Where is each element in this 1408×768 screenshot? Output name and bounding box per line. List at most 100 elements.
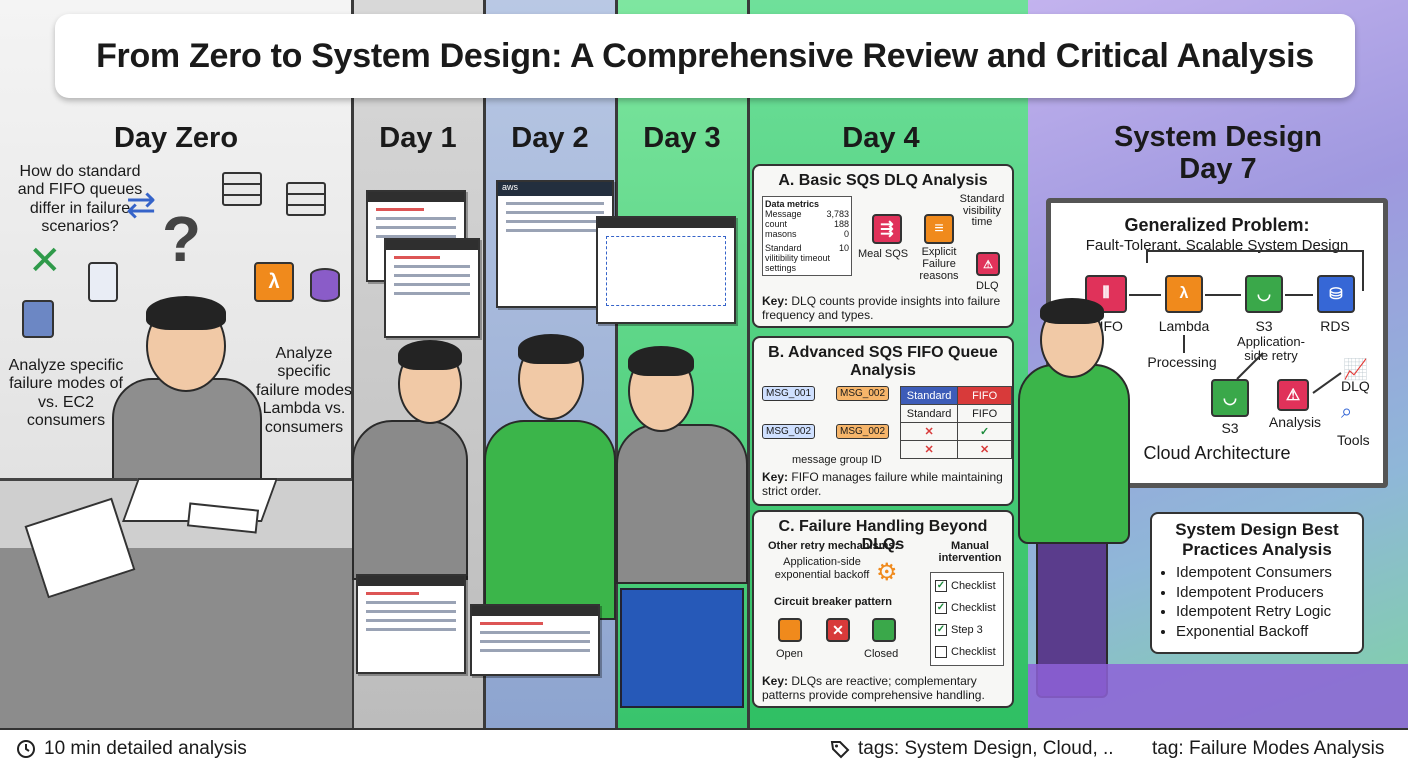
circuit-breaker-label: Circuit breaker pattern (774, 596, 892, 608)
architecture-diagram-screen (596, 216, 736, 324)
day-zero-heading: Day Zero (113, 122, 239, 154)
table-cell: Standard (899, 404, 959, 423)
checkbox-empty-icon[interactable] (935, 646, 947, 658)
developer-torso (484, 420, 616, 620)
message-tag: MSG_002 (836, 424, 890, 439)
s3-bottom-label: S3 (1221, 420, 1239, 436)
dlq-icon: ⚠ (976, 252, 1000, 276)
checklist-item[interactable]: ✓Checklist (935, 580, 996, 592)
cloud-architecture-label: Cloud Architecture (1143, 443, 1291, 463)
rds-label: RDS (1320, 318, 1350, 334)
footer-bar: 10 min detailed analysis tags: System De… (0, 728, 1408, 768)
processing-label: Processing (1147, 354, 1217, 370)
best-practices-title: System Design Best Practices Analysis (1175, 520, 1339, 559)
read-time-text: 10 min detailed analysis (44, 738, 247, 759)
analysis-icon: ⚠ (1277, 379, 1309, 411)
s3-top-label: S3 (1255, 318, 1273, 334)
list-item: Idempotent Retry Logic (1176, 602, 1352, 622)
database-icon (310, 268, 340, 302)
server-icon (286, 182, 326, 216)
manual-intervention-label: Manual intervention (938, 540, 1002, 565)
developer-torso (112, 378, 262, 490)
panel-divider (747, 0, 750, 728)
day1-monitor (384, 238, 480, 338)
title-banner: From Zero to System Design: A Comprehens… (55, 14, 1355, 98)
app-backoff-label: Application-side exponential backoff (774, 556, 870, 581)
sqs-icon: ⇶ (872, 214, 902, 244)
message-tag: MSG_002 (836, 386, 890, 401)
gear-icon: ⚙ (876, 559, 898, 586)
message-tag: MSG_002 (762, 424, 816, 439)
document-stack-icon (22, 300, 54, 338)
rds-icon: ⛁ (1317, 275, 1355, 313)
card-basic-sqs-dlq: A. Basic SQS DLQ Analysis Data metrics M… (752, 164, 1014, 328)
checklist-item[interactable]: ✓Step 3 (935, 624, 983, 636)
card-b-title: B. Advanced SQS FIFO Queue Analysis (768, 344, 998, 380)
dlq-label: DLQ (976, 280, 999, 292)
open-label: Open (776, 648, 803, 660)
cross-icon: ✕ (899, 422, 959, 441)
list-item: Exponential Backoff (1176, 622, 1352, 642)
table-header: Standard (899, 386, 959, 405)
manual-checklist: ✓Checklist ✓Checklist ✓Step 3 Checklist (930, 572, 1004, 666)
day7-heading-line2: Day 7 (1179, 152, 1257, 185)
read-time: 10 min detailed analysis (16, 738, 247, 760)
tags-text: tags: System Design, Cloud, .. (858, 738, 1114, 759)
diagram-sketch (606, 236, 726, 306)
explicit-failure-label: Explicit Failure reasons (919, 246, 959, 283)
page-title: From Zero to System Design: A Comprehens… (96, 36, 1314, 75)
day3-heading: Day 3 (643, 122, 721, 154)
cross-icon: ✕ (899, 440, 959, 459)
checkbox-checked-icon[interactable]: ✓ (935, 624, 947, 636)
day-zero-right-note: Analyze specific failure modes Lambda vs… (255, 345, 353, 436)
lambda-label: Lambda (1158, 318, 1210, 334)
check-icon: ✓ (957, 422, 1012, 441)
message-group-label: message group ID (792, 454, 882, 466)
card-c-key: Key: DLQs are reactive; complementary pa… (762, 674, 985, 703)
tags[interactable]: tags: System Design, Cloud, .. (830, 738, 1114, 760)
presenter-hair (1040, 298, 1104, 324)
developer-hair (398, 340, 462, 370)
architecture-arrows (1129, 250, 1364, 394)
question-mark-icon: ? (162, 203, 202, 275)
checklist-item[interactable]: Checklist (935, 641, 999, 663)
checkbox-checked-icon[interactable]: ✓ (935, 580, 947, 592)
aws-logo: aws (498, 182, 612, 196)
tools-label: Tools (1337, 432, 1370, 448)
card-a-key: Key: DLQ counts provide insights into fa… (762, 294, 1001, 323)
day7-heading: System Design Day 7 (1028, 121, 1408, 186)
day4-heading: Day 4 (842, 122, 920, 154)
queue-icon: ≡ (924, 214, 954, 244)
s3-bucket-icon: ◡ (1211, 379, 1249, 417)
checkbox-checked-icon[interactable]: ✓ (935, 602, 947, 614)
analysis-label: Analysis (1268, 414, 1322, 430)
magnifier-icon: ⌕ (1341, 401, 1353, 423)
message-tag: MSG_001 (762, 386, 816, 401)
card-failure-handling: C. Failure Handling Beyond DLQs Other re… (752, 510, 1014, 708)
whiteboard-title: Generalized Problem: (1124, 215, 1310, 235)
day2-monitor (470, 604, 600, 676)
developer-torso (352, 420, 468, 580)
tag-text[interactable]: tag: Failure Modes Analysis (1152, 738, 1385, 759)
day1-heading: Day 1 (379, 122, 457, 154)
day-zero-question: How do standard and FIFO queues differ i… (17, 163, 143, 236)
panel-divider (483, 0, 486, 728)
clock-icon (17, 740, 35, 758)
card-advanced-fifo: B. Advanced SQS FIFO Queue Analysis MSG_… (752, 336, 1014, 506)
card-c-title: C. Failure Handling Beyond DLQs (778, 518, 988, 554)
best-practices-list: Idempotent Consumers Idempotent Producer… (1162, 563, 1352, 641)
presenter-torso (1018, 364, 1130, 544)
breaker-closed-icon (872, 618, 896, 642)
branch-arrows-icon: ⇄ (126, 184, 157, 225)
lambda-icon: λ (254, 262, 294, 302)
feedback-arrow (1146, 250, 1364, 291)
breaker-open-icon (778, 618, 802, 642)
list-item: Idempotent Producers (1176, 583, 1352, 603)
day-zero-left-note: Analyze specific failure modes of vs. EC… (8, 357, 124, 430)
blueprint-board (620, 588, 744, 708)
whiteboard-subtitle: Fault-Tolerant, Scalable System Design (1085, 237, 1349, 254)
checklist-item[interactable]: ✓Checklist (935, 602, 996, 614)
